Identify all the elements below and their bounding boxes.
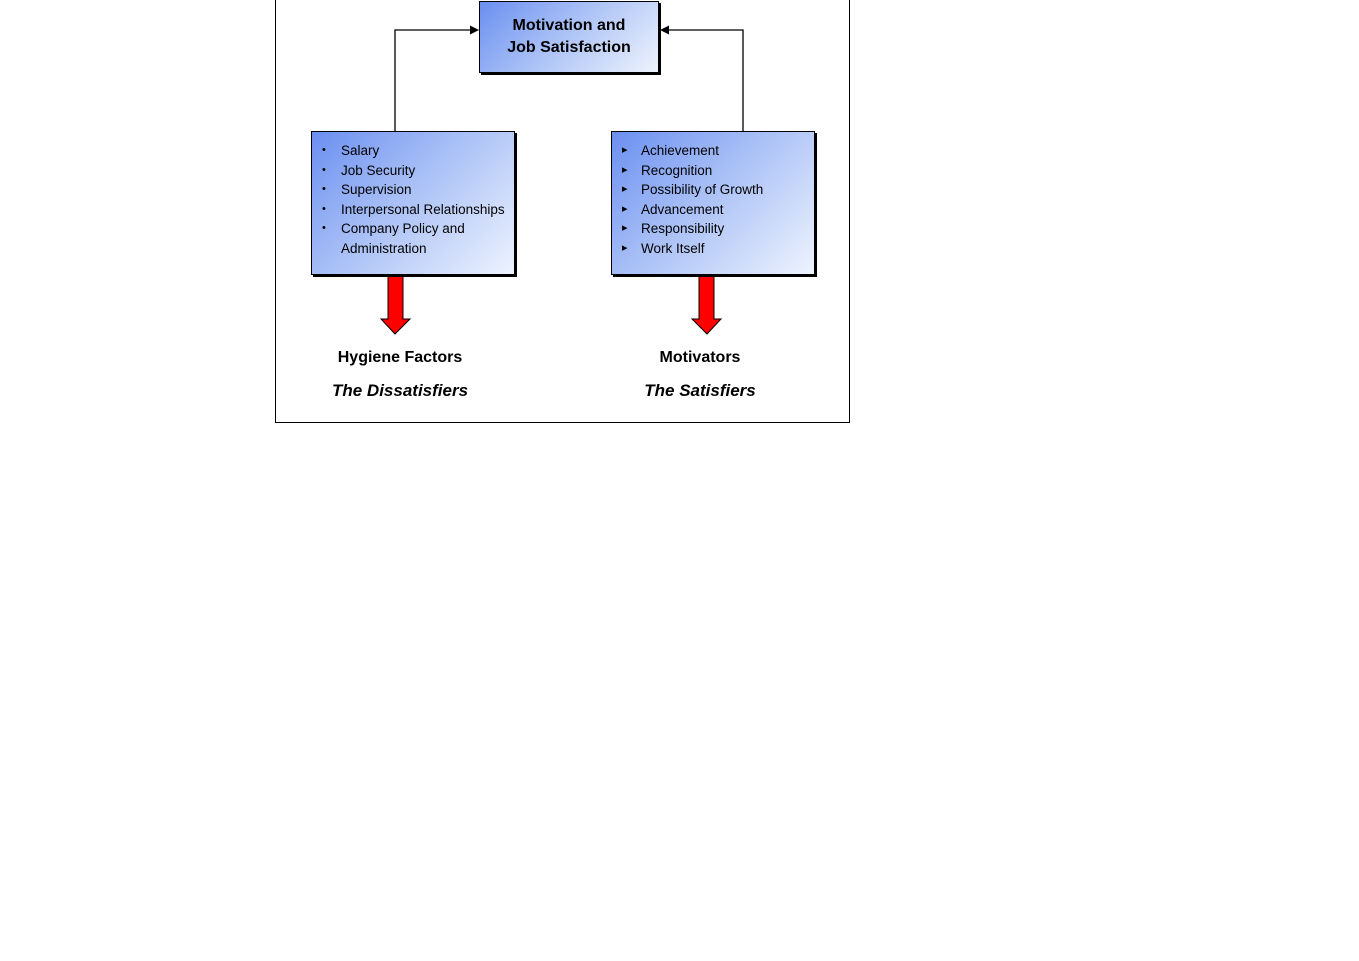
- list-item: ▸Work Itself: [620, 239, 814, 259]
- list-item: •Company Policy and Administration: [322, 221, 465, 256]
- list-item: •Supervision: [320, 180, 514, 200]
- motivators-caption: Motivators The Satisfiers: [620, 348, 780, 401]
- hygiene-title: Hygiene Factors: [337, 349, 463, 366]
- list-item: ▸Advancement: [620, 200, 814, 220]
- bullet-icon: ▸: [622, 202, 628, 215]
- bullet-icon: ▸: [622, 183, 628, 195]
- list-item: •Salary: [320, 141, 514, 161]
- motivators-list: ▸Achievement ▸Recognition ▸Possibility o…: [612, 132, 814, 258]
- list-item: ▸Possibility of Growth: [620, 180, 814, 200]
- motivators-title: Motivators: [659, 349, 741, 366]
- hygiene-subtitle: The Dissatisfiers: [331, 381, 469, 400]
- bullet-icon: ▸: [622, 163, 628, 176]
- bullet-icon: •: [322, 163, 326, 176]
- top-box-line-2: Job Satisfaction: [507, 39, 631, 56]
- bullet-icon: •: [322, 202, 326, 215]
- list-item: ▸Recognition: [620, 161, 814, 181]
- bullet-icon: ▸: [622, 241, 628, 254]
- list-item: ▸Responsibility: [620, 219, 814, 239]
- bullet-icon: ▸: [622, 144, 628, 156]
- list-item: •Job Security: [320, 161, 514, 181]
- bullet-icon: •: [322, 183, 326, 195]
- top-box-line-1: Motivation and: [512, 17, 626, 34]
- hygiene-factors-box: •Salary •Job Security •Supervision •Inte…: [311, 131, 515, 275]
- bullet-icon: ▸: [622, 222, 628, 234]
- list-item: ▸Achievement: [620, 141, 814, 161]
- bullet-icon: •: [322, 222, 326, 234]
- motivators-box: ▸Achievement ▸Recognition ▸Possibility o…: [611, 131, 815, 275]
- list-item: •Interpersonal Relationships: [320, 200, 514, 220]
- bullet-icon: •: [322, 144, 326, 156]
- hygiene-factors-list: •Salary •Job Security •Supervision •Inte…: [312, 132, 514, 258]
- motivation-job-satisfaction-box: Motivation and Job Satisfaction: [479, 1, 659, 73]
- motivators-subtitle: The Satisfiers: [644, 381, 756, 400]
- hygiene-caption: Hygiene Factors The Dissatisfiers: [320, 348, 480, 401]
